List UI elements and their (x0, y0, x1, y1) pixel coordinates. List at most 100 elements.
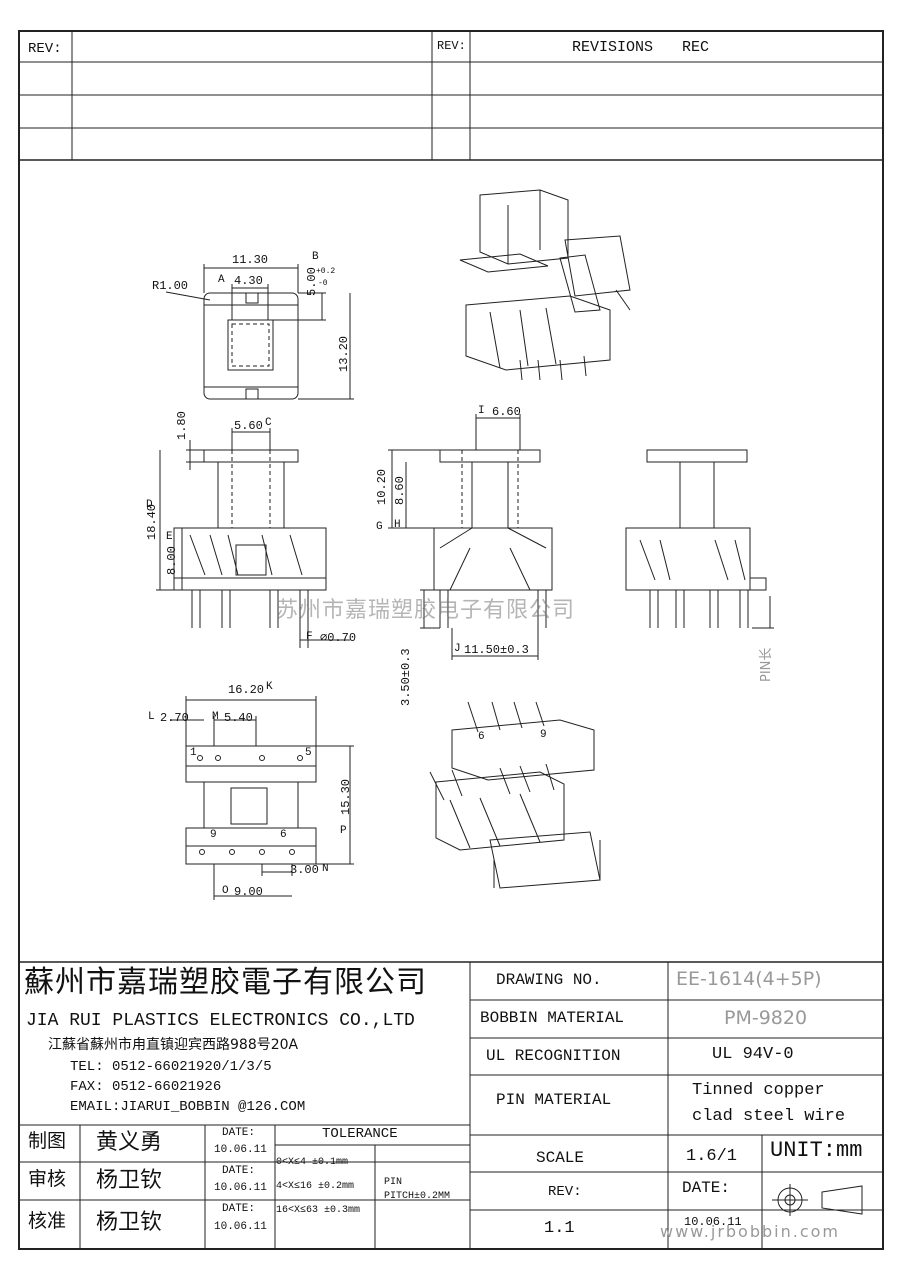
pin-number-6: 6 (280, 829, 287, 841)
dim-j-value: 11.50±0.3 (464, 643, 529, 657)
signoff-date-drawn: 10.06.11 (214, 1144, 267, 1156)
dim-n-value: 3.00 (290, 863, 319, 877)
dim-e-value: 8.00 (165, 546, 179, 575)
tolerance-label: TOLERANCE (322, 1126, 398, 1142)
company-fax: FAX: 0512-66021926 (70, 1079, 222, 1095)
dim-l-mark: L (148, 711, 155, 723)
bobbin-material-value: PM-9820 (724, 1007, 808, 1029)
rev-value: 1.1 (544, 1219, 575, 1238)
pin-number-5: 5 (305, 747, 312, 759)
top-view (165, 264, 354, 400)
dim-c-mark: C (265, 417, 272, 429)
dim-h-mark: H (394, 519, 401, 531)
pin-material-line2: clad steel wire (692, 1107, 846, 1126)
company-name-cn: 蘇州市嘉瑞塑胶電子有限公司 (24, 965, 427, 1000)
tolerance-row-3: 16<X≤63 ±0.3mm (276, 1205, 361, 1216)
dim-top-width: 11.30 (232, 253, 269, 267)
projection-symbol (772, 1184, 863, 1216)
signoff-role-checked: 审核 (28, 1168, 67, 1190)
dim-k-mark: K (266, 681, 273, 693)
pin-pitch-line1: PIN (384, 1177, 403, 1188)
drawing-no-label: DRAWING NO. (496, 971, 602, 989)
dim-radius: R1.00 (152, 279, 189, 293)
pin-pitch-line2: PITCH±0.2MM (384, 1191, 451, 1202)
dim-top-thickness: 1.80 (175, 411, 189, 440)
dim-a-value: 4.30 (234, 274, 263, 288)
dim-m-value: 5.40 (224, 711, 253, 725)
date-label: DATE: (682, 1179, 731, 1197)
dim-pin-length: 3.50±0.3 (399, 648, 413, 706)
website-watermark: www.jrbobbin.com (660, 1222, 840, 1241)
drawing-sheet (18, 30, 884, 1250)
drawing-no-value: EE-1614(4+5P) (676, 968, 822, 990)
tolerance-row-1: 0<X≤4 ±0.1mm (276, 1157, 349, 1168)
signoff-date-label-approved: DATE: (222, 1203, 256, 1215)
side-view (388, 414, 553, 660)
dim-g-mark: G (376, 521, 383, 533)
scale-value: 1.6/1 (686, 1147, 738, 1166)
dim-o-mark: O (222, 885, 229, 897)
dim-e-mark: E (166, 531, 173, 543)
dim-f-mark: F (306, 631, 313, 643)
title-block-grid (20, 961, 882, 1248)
pin-length-label: PIN长 (759, 647, 774, 682)
scale-label: SCALE (536, 1149, 585, 1167)
dim-d-value: 18.40 (145, 503, 159, 540)
dim-i-mark: I (478, 405, 485, 417)
iso-pin-number-9: 9 (540, 729, 547, 741)
signoff-date-checked: 10.06.11 (214, 1182, 267, 1194)
right-view (625, 449, 774, 629)
dim-h-value: 8.60 (393, 476, 407, 505)
pin-material-line1: Tinned copper (692, 1081, 825, 1100)
unit-label: UNIT:mm (770, 1138, 863, 1163)
dim-l-value: 2.70 (160, 711, 189, 725)
dim-n-mark: N (322, 863, 329, 875)
dim-k-value: 16.20 (228, 683, 265, 697)
pin-material-label: PIN MATERIAL (496, 1091, 612, 1109)
rev-label-left: REV: (28, 41, 62, 57)
date-value: 10.06.11 (684, 1215, 742, 1229)
dim-b-tol-plus: +0.2 (316, 267, 336, 276)
dim-d-mark: D (146, 499, 153, 511)
company-tel: TEL: 0512-66021920/1/3/5 (70, 1059, 272, 1075)
bobbin-material-label: BOBBIN MATERIAL (480, 1009, 625, 1027)
dim-m-mark: M (212, 711, 219, 723)
dim-p-mark: P (340, 825, 347, 837)
dim-b-mark: B (312, 251, 319, 263)
iso-pin-number-6: 6 (478, 731, 485, 743)
signoff-name-checked: 杨卫钦 (96, 1168, 163, 1193)
isometric-view-top (459, 189, 631, 381)
signoff-name-drawn: 黄义勇 (96, 1130, 163, 1155)
dim-p-value: 15.30 (339, 778, 353, 815)
company-email: EMAIL:JIARUI_BOBBIN @126.COM (70, 1099, 306, 1115)
ul-recognition-label: UL RECOGNITION (486, 1047, 621, 1065)
dim-b-tol-minus: -0 (318, 279, 328, 288)
signoff-role-drawn: 制图 (28, 1130, 67, 1152)
signoff-role-approved: 核准 (28, 1210, 67, 1232)
pin-number-1: 1 (190, 747, 197, 759)
dim-i-value: 6.60 (492, 405, 521, 419)
watermark-text: 苏州市嘉瑞塑胶电子有限公司 (276, 598, 576, 623)
signoff-date-approved: 10.06.11 (214, 1221, 267, 1233)
signoff-date-label-drawn: DATE: (222, 1127, 256, 1139)
dim-o-value: 9.00 (234, 885, 263, 899)
signoff-date-label-checked: DATE: (222, 1165, 256, 1177)
dim-j-mark: J (454, 643, 461, 655)
dim-c-value: 5.60 (234, 419, 263, 433)
tolerance-row-2: 4<X≤16 ±0.2mm (276, 1181, 355, 1192)
ul-recognition-value: UL 94V-0 (712, 1045, 794, 1064)
rev-label-right: REV: (437, 39, 466, 53)
rec-label: REC (682, 39, 710, 56)
front-view (156, 428, 350, 648)
dim-top-height: 13.20 (337, 335, 351, 372)
pin-number-9: 9 (210, 829, 217, 841)
signoff-name-approved: 杨卫钦 (96, 1210, 163, 1235)
dim-a-mark: A (218, 274, 225, 286)
rev-label: REV: (548, 1184, 582, 1200)
bottom-view (170, 696, 354, 900)
dim-f-value: ⌀0.70 (320, 631, 357, 645)
isometric-view-bottom (429, 701, 601, 889)
revision-table-grid (20, 32, 882, 161)
revisions-label: REVISIONS (572, 39, 654, 56)
